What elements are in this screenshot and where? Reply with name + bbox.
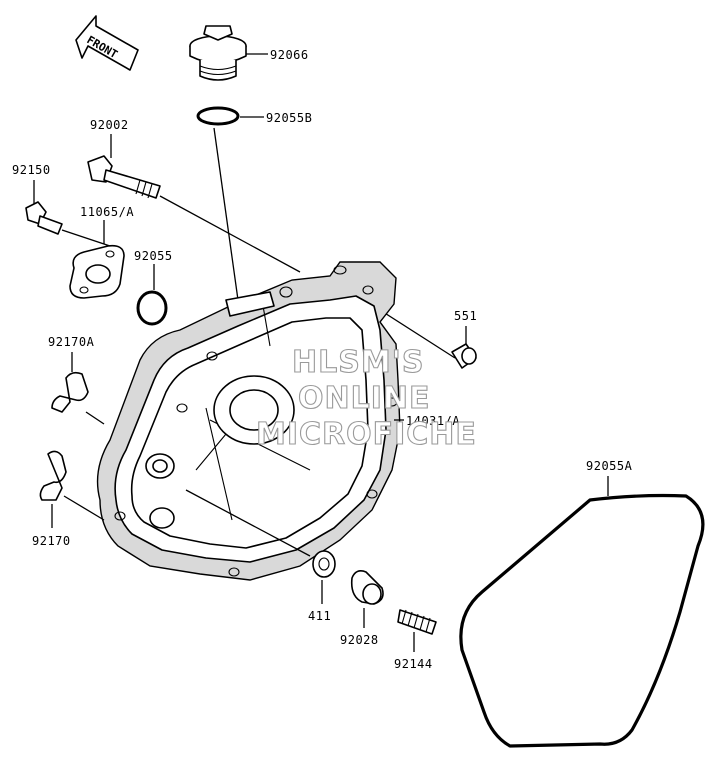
oil-filler-plug-92066: 92066: [189, 25, 309, 81]
spring-92144: 92144: [394, 609, 437, 671]
watermark-line-2: ONLINE: [298, 381, 431, 416]
seal-411: 411: [185, 489, 336, 623]
part-label-11065A: 11065/A: [80, 205, 134, 219]
clamp-92170: 92170: [32, 450, 105, 548]
o-ring-92055: 92055: [134, 249, 173, 326]
part-label-92002: 92002: [90, 118, 129, 132]
part-label-92066: 92066: [270, 48, 309, 62]
part-label-551: 551: [454, 309, 477, 323]
part-label-92170A: 92170A: [48, 335, 95, 349]
part-label-92150: 92150: [12, 163, 51, 177]
part-label-92055A: 92055A: [586, 459, 633, 473]
front-arrow-icon: FRONT: [75, 15, 139, 71]
bolt-92150: 92150: [12, 163, 111, 247]
part-label-92055B: 92055B: [266, 111, 312, 125]
dowel-pin-551: 551: [379, 309, 477, 369]
gasket-92055A: 92055A: [459, 459, 705, 748]
housing-cover-14031A: 14031/A: [96, 261, 460, 581]
watermark-line-3: MICROFICHE: [256, 417, 477, 452]
part-label-14031A: 14031/A: [406, 414, 460, 428]
clamp-92170A: 92170A: [48, 335, 105, 425]
watermark-line-1: HLSM'S: [292, 345, 424, 380]
cover-plate-11065A: 11065/A: [69, 205, 134, 299]
o-ring-92055B: 92055B: [196, 106, 312, 301]
part-label-411: 411: [308, 609, 331, 623]
bushing-92028: 92028: [340, 570, 384, 647]
part-label-92144: 92144: [394, 657, 433, 671]
part-label-92170: 92170: [32, 534, 71, 548]
watermark: HLSM'S ONLINE MICROFICHE: [255, 344, 477, 452]
part-label-92055: 92055: [134, 249, 173, 263]
part-label-92028: 92028: [340, 633, 379, 647]
bolt-92002: 92002: [87, 118, 301, 273]
